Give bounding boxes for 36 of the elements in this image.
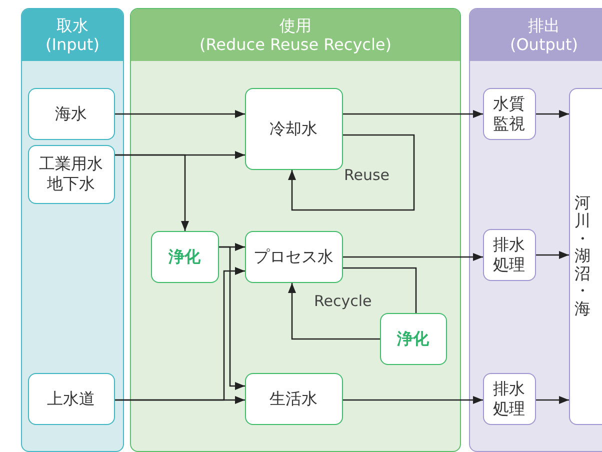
arrow (115, 396, 245, 404)
process-box: 上水道 (28, 372, 114, 424)
process-box: 工業用水地下水 (28, 144, 114, 204)
arrow (536, 396, 569, 404)
process-box: 冷却水 (244, 88, 342, 170)
process-box: 浄化 (380, 312, 446, 364)
arrow (536, 110, 569, 118)
arrow (536, 251, 569, 259)
lane-panel (21, 8, 124, 452)
connector-line (343, 267, 417, 313)
arrow (343, 396, 483, 404)
process-box: 排水処理 (482, 228, 536, 280)
process-box: 排水処理 (482, 372, 536, 424)
process-box: 生活水 (244, 372, 342, 424)
arrow (343, 253, 483, 261)
process-box: 海水 (28, 88, 114, 140)
arrow (288, 134, 415, 211)
process-box: プロセス水 (244, 230, 342, 282)
lane-title: 取水 (56, 16, 88, 35)
lane-panel (130, 8, 461, 452)
arrow (288, 283, 380, 340)
arrow (115, 154, 189, 231)
arrow (219, 246, 245, 390)
arrow (115, 110, 245, 118)
lane-title: (Input) (46, 35, 100, 54)
lane-title: 排出 (528, 16, 560, 35)
lane-title: (Output) (510, 35, 578, 54)
process-box: 河川・湖沼・海 (568, 88, 602, 424)
lane-title: (Reduce Reuse Recycle) (200, 35, 392, 54)
edge-label: Recycle (314, 292, 372, 310)
edge-label: Reuse (344, 166, 390, 184)
lane-title: 使用 (280, 16, 312, 35)
process-box: 浄化 (150, 230, 218, 282)
lane-panel (469, 8, 602, 452)
process-box: 水質監視 (482, 88, 536, 140)
arrow (343, 110, 483, 118)
